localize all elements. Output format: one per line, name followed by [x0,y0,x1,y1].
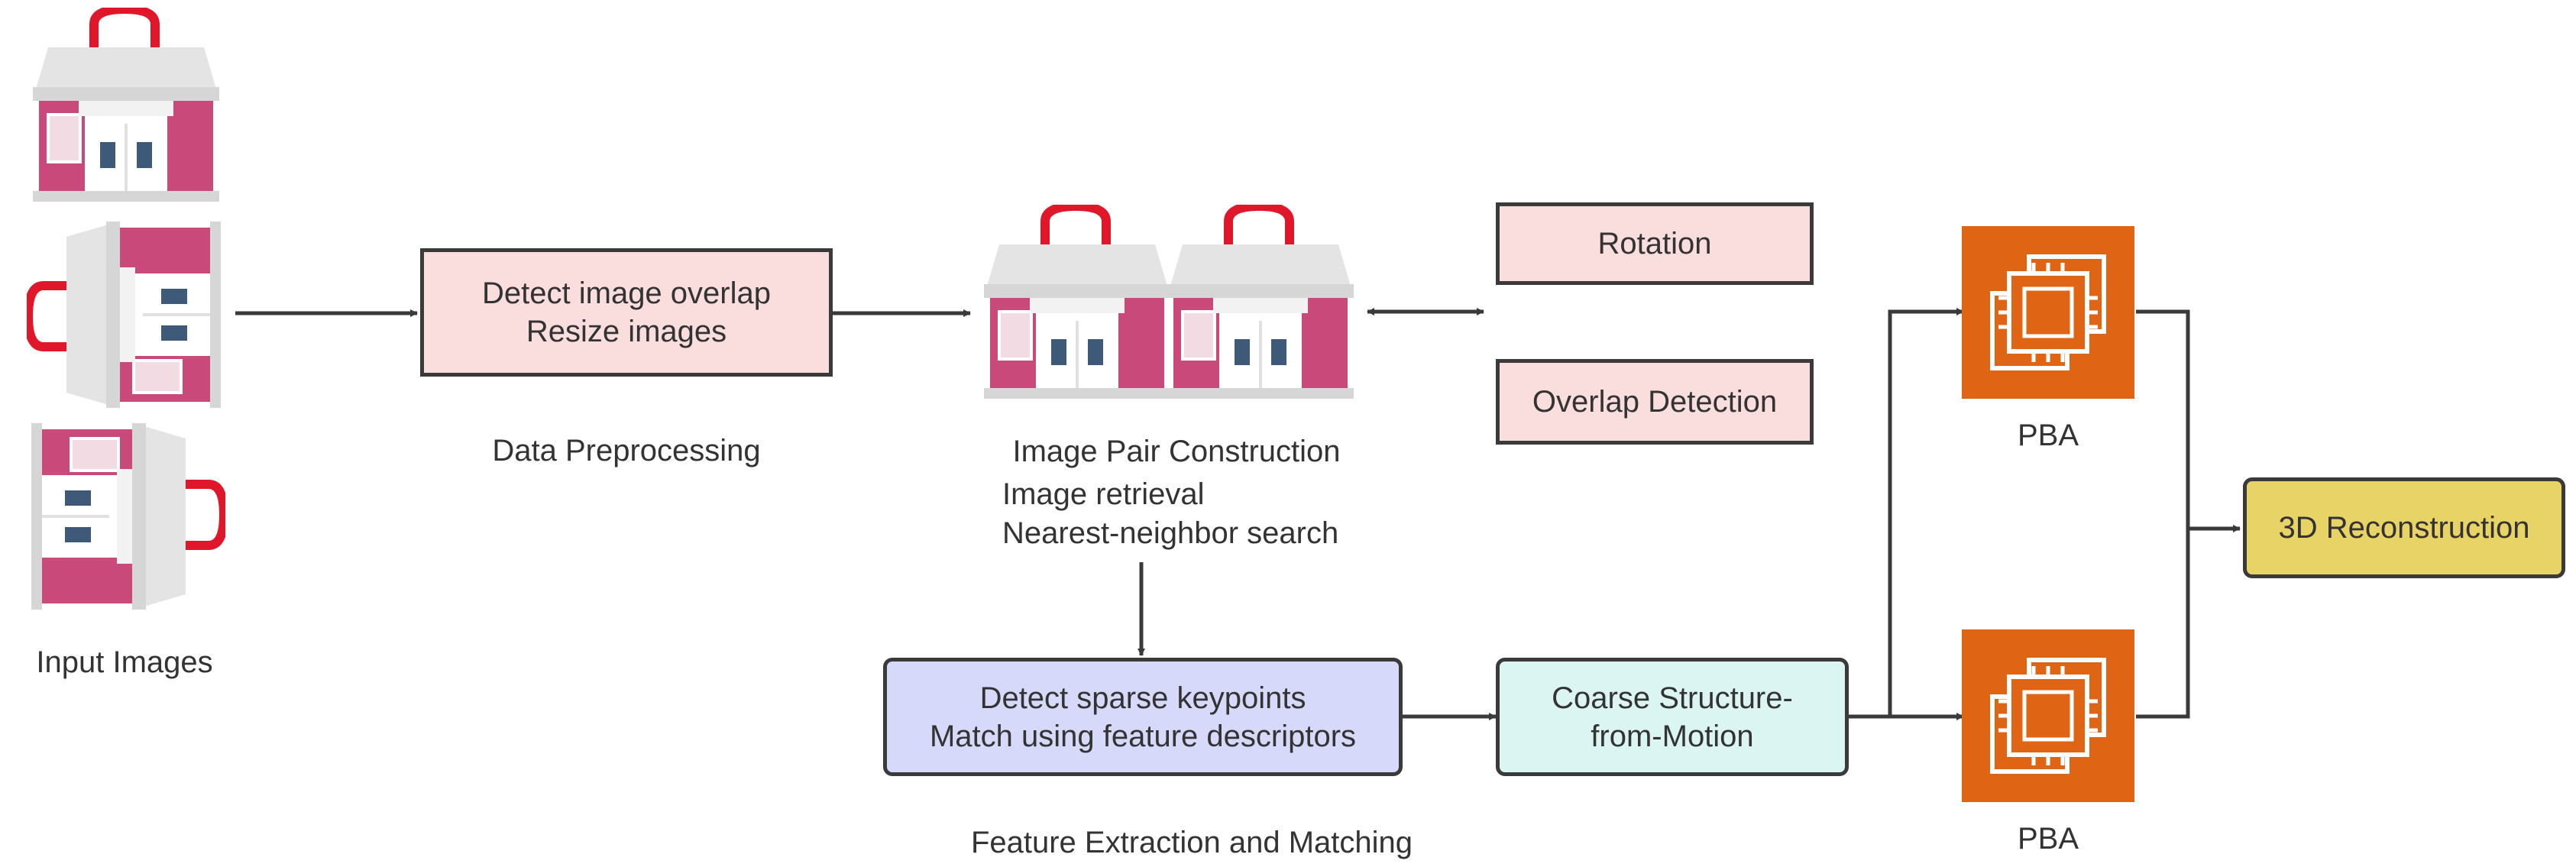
sfm-line-1: Coarse Structure- [1552,681,1793,715]
option-overlap-box: Overlap Detection [1496,359,1814,445]
input-images-label: Input Images [36,645,213,679]
pba-bottom-label: PBA [2017,822,2079,856]
pba-top-label: PBA [2017,419,2079,452]
sfm-box: Coarse Structure- from-Motion [1496,658,1849,776]
feature-caption: Feature Extraction and Matching [970,826,1413,859]
feature-line-2: Match using feature descriptors [929,719,1357,753]
input-image-rotated-left-icon [28,222,221,408]
reconstruction-label: 3D Reconstruction [2278,511,2530,545]
input-image-upright-icon [33,9,219,202]
preprocess-caption: Data Preprocessing [492,434,761,467]
image-pair-caption: Image Pair Construction [1012,435,1341,468]
option-rotation-box: Rotation [1496,202,1814,285]
feature-line-1: Detect sparse keypoints [979,681,1306,715]
image-pair-right-icon [1167,206,1354,399]
image-pair-sub-1: Image retrieval [1002,477,1205,511]
preprocess-box: Detect image overlap Resize images [420,248,833,377]
cpu-chip-icon [1962,226,2134,399]
pba-bottom-tile [1962,629,2134,802]
option-overlap-label: Overlap Detection [1532,385,1778,419]
option-rotation-label: Rotation [1597,227,1712,260]
reconstruction-box: 3D Reconstruction [2243,477,2565,578]
feature-box: Detect sparse keypoints Match using feat… [883,658,1403,776]
preprocess-line-1: Detect image overlap [482,277,771,310]
preprocess-line-2: Resize images [526,315,727,348]
sfm-line-2: from-Motion [1591,719,1754,753]
line-pba-merge [2136,309,2190,719]
image-pair-left-icon [984,206,1170,399]
cpu-chip-icon [1962,629,2134,802]
image-pair-sub-2: Nearest-neighbor search [1002,516,1339,550]
arrow-sfm-to-pba-top [1888,308,1964,717]
input-image-rotated-right-icon [31,423,224,610]
pba-top-tile [1962,226,2134,399]
